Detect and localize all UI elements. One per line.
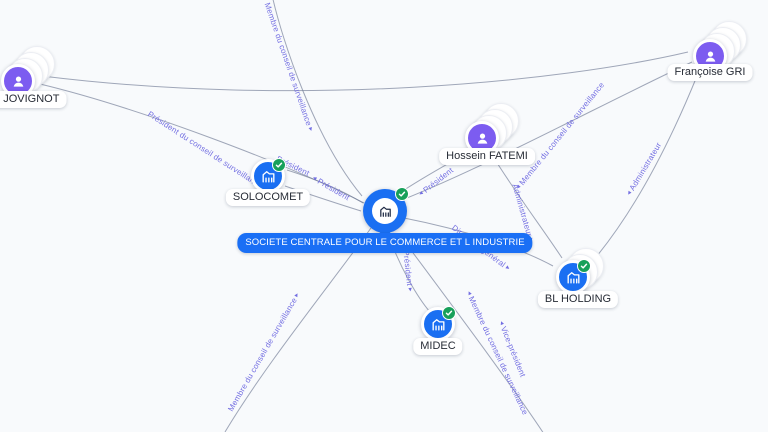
graph-edge (272, 0, 363, 197)
person-icon (474, 130, 491, 147)
company-bubble[interactable] (421, 307, 455, 341)
graph-edge (286, 169, 364, 204)
graph-edge (401, 61, 693, 201)
company-pin-bubble[interactable] (363, 189, 407, 233)
graph-edge (493, 157, 563, 259)
node-label-blholding[interactable]: BL HOLDING (537, 291, 619, 308)
edge-arrow-icon: ▸ (406, 285, 414, 292)
graph-edge (224, 227, 372, 432)
company-icon (430, 316, 447, 333)
node-label-gri[interactable]: Françoise GRI (667, 64, 753, 81)
node-label-fatemi[interactable]: Hossein FATEMI (439, 148, 535, 165)
graph-edge (591, 75, 698, 263)
company-icon (260, 168, 277, 185)
person-icon (702, 48, 719, 65)
verified-check-icon (272, 158, 286, 172)
verified-check-icon (442, 306, 456, 320)
person-icon (10, 73, 27, 90)
verified-check-icon (577, 259, 591, 273)
company-pin-icon (372, 198, 398, 224)
node-label-solocomet[interactable]: SOLOCOMET (225, 189, 311, 206)
node-label-central[interactable]: SOCIETE CENTRALE POUR LE COMMERCE ET L I… (237, 233, 533, 253)
verified-check-icon (395, 187, 409, 201)
company-icon (565, 269, 582, 286)
graph-edge (41, 51, 689, 92)
graph-edge (398, 233, 544, 432)
node-label-jovignot[interactable]: es JOVIGNOT (0, 91, 67, 108)
graph-edge (39, 83, 365, 204)
node-label-midec[interactable]: MIDEC (413, 338, 463, 355)
